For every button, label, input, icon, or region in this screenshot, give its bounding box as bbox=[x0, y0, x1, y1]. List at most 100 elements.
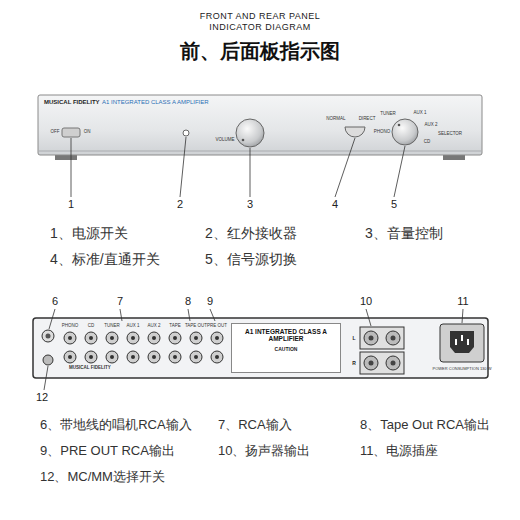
callout-number: 4 bbox=[332, 198, 338, 211]
rca-pin bbox=[89, 355, 93, 359]
caption-text: 11、电源插座 bbox=[360, 443, 439, 459]
panel-marking: TUNER bbox=[380, 111, 396, 116]
rca-pin bbox=[215, 355, 219, 359]
caption-text: 6、带地线的唱机RCA输入 bbox=[40, 417, 192, 433]
channel-marking: R bbox=[352, 360, 356, 366]
panel-marking: AUX 1 bbox=[413, 110, 426, 115]
rca-pin bbox=[110, 355, 114, 359]
rca-jacks bbox=[64, 332, 223, 363]
ground-post bbox=[42, 330, 54, 342]
rca-jack bbox=[169, 351, 181, 363]
panel-heading: MUSICAL FIDELITY bbox=[69, 366, 111, 371]
rca-pin bbox=[110, 336, 114, 340]
panel-heading: A1 INTEGRATED CLASS A AMPLIFIER bbox=[236, 328, 336, 343]
rca-pin bbox=[194, 336, 198, 340]
ir-receiver bbox=[183, 130, 189, 136]
callout-number: 11 bbox=[457, 295, 468, 308]
rca-pin bbox=[215, 336, 219, 340]
panel-marking: ON bbox=[84, 129, 91, 134]
jack-marking: PHONO bbox=[62, 323, 79, 328]
caption-text: 8、Tape Out RCA输出 bbox=[360, 417, 490, 433]
volume-knob bbox=[236, 119, 264, 147]
callout-number: 3 bbox=[247, 198, 253, 211]
rca-pin bbox=[68, 336, 72, 340]
rear-panel: MUSICAL FIDELITY A1 INTEGRATED CLASS A AM… bbox=[33, 318, 488, 378]
callout-number: 2 bbox=[177, 198, 183, 211]
callout-number: 8 bbox=[185, 295, 191, 308]
rca-jack bbox=[169, 332, 181, 344]
rca-jack bbox=[211, 332, 223, 344]
knob-dot bbox=[242, 139, 245, 142]
rca-jack bbox=[148, 351, 160, 363]
rear-housing bbox=[33, 318, 488, 378]
leader-lines bbox=[44, 309, 463, 390]
jack-marking: AUX 2 bbox=[147, 323, 160, 328]
leader-lines bbox=[71, 137, 405, 197]
title-text: 前、后面板指示图 bbox=[0, 38, 520, 65]
selector-knob bbox=[392, 119, 418, 145]
rca-jack bbox=[190, 332, 202, 344]
panel-marking: CD bbox=[424, 139, 431, 144]
jack-marking: AUX 1 bbox=[126, 323, 139, 328]
callout-number: 5 bbox=[391, 198, 397, 211]
callout-number: 1 bbox=[68, 198, 74, 211]
rca-jack bbox=[148, 332, 160, 344]
panel-marking: PHONO bbox=[374, 129, 391, 134]
knob-dot bbox=[398, 124, 401, 127]
power-switch bbox=[62, 128, 80, 137]
rca-jack bbox=[85, 332, 97, 344]
iec-socket bbox=[450, 331, 474, 353]
panel-heading: MUSICAL FIDELITY bbox=[44, 99, 100, 106]
rca-jack bbox=[106, 351, 118, 363]
rca-jack bbox=[211, 351, 223, 363]
mc-mm-switch bbox=[43, 355, 53, 365]
callout-number: 7 bbox=[117, 295, 123, 308]
caption-text: 9、PRE OUT RCA输出 bbox=[40, 443, 175, 459]
front-housing bbox=[38, 95, 482, 155]
rca-jack bbox=[64, 351, 76, 363]
rca-pin bbox=[152, 355, 156, 359]
front-panel bbox=[38, 95, 482, 160]
panel-edge bbox=[39, 151, 481, 152]
caption-text: 1、电源开关 bbox=[50, 225, 128, 242]
ground-post bbox=[46, 334, 51, 339]
rca-pin bbox=[194, 355, 198, 359]
jack-marking: TUNER bbox=[104, 323, 120, 328]
panel-marking: CAUTION bbox=[236, 347, 336, 353]
speaker-terminal bbox=[360, 352, 404, 374]
panel-marking: VOLUME bbox=[215, 137, 234, 142]
callout-number: 9 bbox=[207, 295, 213, 308]
rca-jack bbox=[106, 332, 118, 344]
panel-marking: DIRECT bbox=[359, 116, 376, 121]
rca-jack bbox=[64, 332, 76, 344]
speaker-terminal bbox=[360, 327, 404, 349]
callout-number: 6 bbox=[52, 295, 58, 308]
jack-marking: CD bbox=[88, 323, 95, 328]
power-marking: POWER CONSUMPTION 130 W bbox=[433, 367, 492, 372]
rca-pin bbox=[68, 355, 72, 359]
channel-marking: L bbox=[352, 335, 355, 341]
panel-marking: AUX 2 bbox=[424, 122, 437, 127]
rca-pin bbox=[173, 355, 177, 359]
rca-pin bbox=[152, 336, 156, 340]
rca-pin bbox=[173, 336, 177, 340]
caption-text: 10、扬声器输出 bbox=[218, 443, 310, 459]
caption-text: 3、音量控制 bbox=[365, 225, 443, 242]
caption-text: 12、MC/MM选择开关 bbox=[40, 469, 165, 485]
callout-number: 12 bbox=[36, 391, 48, 404]
caption-text: 4、标准/直通开关 bbox=[50, 251, 160, 268]
rca-jack bbox=[190, 351, 202, 363]
rca-pin bbox=[89, 336, 93, 340]
power-inlet bbox=[440, 324, 484, 362]
jack-marking: PRE OUT bbox=[207, 323, 227, 328]
jack-marking: TAPE OUT bbox=[185, 323, 207, 328]
heading-text: FRONT AND REAR PANEL INDICATOR DIAGRAM bbox=[185, 11, 335, 33]
rca-jack bbox=[127, 332, 139, 344]
front-panel: MUSICAL FIDELITYA1 INTEGRATED CLASS A AM… bbox=[38, 95, 482, 155]
caption-text: 2、红外接收器 bbox=[205, 225, 297, 242]
panel-marking: NORMAL bbox=[326, 116, 345, 121]
rca-jack bbox=[85, 351, 97, 363]
jack-marking: TAPE bbox=[169, 323, 180, 328]
